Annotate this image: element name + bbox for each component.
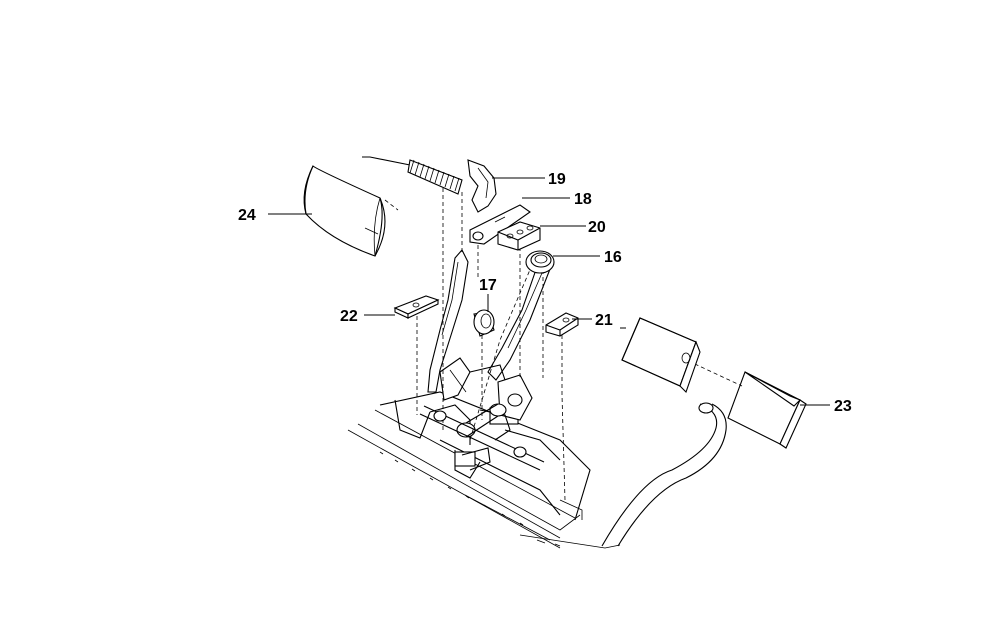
label-20: 20 bbox=[588, 219, 606, 236]
part-21-clip bbox=[545, 312, 579, 337]
part-23-pedal-pad-lower bbox=[727, 371, 807, 449]
label-21: 21 bbox=[595, 312, 613, 329]
label-17: 17 bbox=[479, 277, 497, 294]
base-bracket bbox=[347, 391, 621, 549]
part-24-pad bbox=[303, 165, 386, 257]
label-16: 16 bbox=[604, 249, 622, 266]
part-22-pad bbox=[393, 295, 440, 319]
label-23: 23 bbox=[834, 398, 852, 415]
leader-lines bbox=[268, 177, 830, 406]
label-19: 19 bbox=[548, 171, 566, 188]
callout-labels: 19 18 20 16 17 21 22 23 24 bbox=[238, 171, 852, 415]
part-17-spacer bbox=[473, 309, 495, 337]
part-19-clip bbox=[467, 159, 497, 213]
pedal-rod bbox=[601, 402, 727, 547]
part-20-bumper bbox=[497, 221, 541, 251]
part-16-bushing bbox=[525, 250, 555, 274]
assembly-lines bbox=[384, 188, 743, 501]
return-spring bbox=[362, 156, 463, 195]
label-18: 18 bbox=[574, 191, 592, 208]
label-22: 22 bbox=[340, 308, 358, 325]
pivot-shaft bbox=[419, 405, 545, 471]
label-24: 24 bbox=[238, 207, 256, 224]
part-23-pedal-pad-upper bbox=[621, 317, 701, 394]
left-pedal-arm bbox=[427, 249, 471, 401]
